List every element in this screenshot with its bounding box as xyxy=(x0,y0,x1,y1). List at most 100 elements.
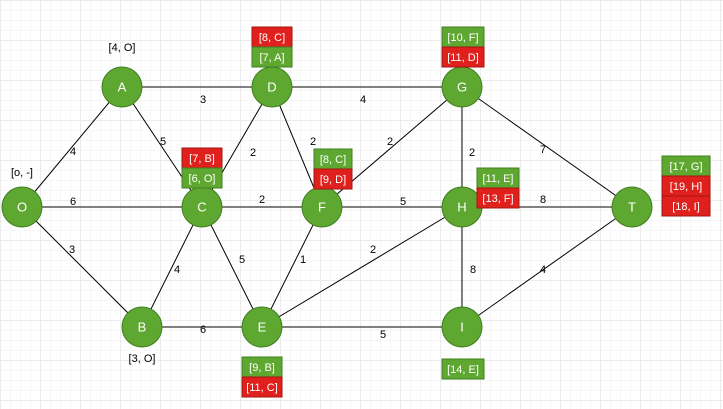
node-f[interactable]: F xyxy=(301,186,343,228)
edge-i-t xyxy=(461,206,633,328)
tag-f-green: [8, C] xyxy=(313,148,353,170)
tag-i-green: [14, E] xyxy=(441,358,485,380)
node-circle-e xyxy=(241,306,283,348)
tag-c-red: [7, B] xyxy=(181,147,223,169)
tag-e-green: [9, B] xyxy=(241,356,283,378)
node-label-h: H xyxy=(457,199,466,214)
edge-o-a xyxy=(21,86,123,208)
tag-f-red: [9, D] xyxy=(313,168,353,190)
tag-text: [18, I] xyxy=(672,201,700,213)
edge-weight-f-g: 2 xyxy=(387,136,393,148)
tag-text: [8, C] xyxy=(259,32,285,44)
tag-text: [11, D] xyxy=(447,52,479,64)
node-label-t: T xyxy=(628,199,636,214)
tag-t-green: [17, G] xyxy=(661,155,711,177)
edge-weight-b-e: 6 xyxy=(200,324,206,336)
node-h[interactable]: H xyxy=(441,186,483,228)
tag-text: [13, F] xyxy=(482,193,513,205)
edge-c-e xyxy=(201,206,263,328)
node-label-d: D xyxy=(267,79,276,94)
tag-g-green: [10, F] xyxy=(441,26,485,48)
tag-box xyxy=(241,376,283,398)
edge-h-e xyxy=(261,206,463,328)
tag-e-red: [11, C] xyxy=(241,376,283,398)
nodes-layer: O A B C D E F G H I T xyxy=(1,66,653,348)
node-label-b: B xyxy=(138,319,147,334)
node-g[interactable]: G xyxy=(441,66,483,108)
node-e[interactable]: E xyxy=(241,306,283,348)
edge-weight-h-t: 8 xyxy=(540,194,546,206)
node-o[interactable]: O xyxy=(1,186,43,228)
tag-d-green: [7, A] xyxy=(251,46,293,68)
edge-f-e xyxy=(261,206,323,328)
edge-g-t xyxy=(461,86,633,208)
edge-weight-o-c: 6 xyxy=(70,196,76,208)
edge-weight-d-g: 4 xyxy=(360,94,366,106)
tag-t-red: [18, I] xyxy=(661,195,711,217)
node-c[interactable]: C xyxy=(181,186,223,228)
node-circle-b xyxy=(121,306,163,348)
tag-text: [10, F] xyxy=(447,32,478,44)
tag-text: [9, D] xyxy=(320,174,346,186)
node-d[interactable]: D xyxy=(251,66,293,108)
tag-text: [14, E] xyxy=(447,364,479,376)
tag-h-red: [13, F] xyxy=(476,187,520,209)
tag-box xyxy=(476,187,520,209)
node-label-c: C xyxy=(197,199,206,214)
edge-weight-c-f: 2 xyxy=(259,194,265,206)
edge-weight-h-e: 2 xyxy=(370,244,376,256)
distance-label-o: [o, -] xyxy=(11,167,33,179)
edge-weight-d-c: 2 xyxy=(250,147,256,159)
node-circle-a xyxy=(101,66,143,108)
node-a[interactable]: A xyxy=(101,66,143,108)
node-b[interactable]: B xyxy=(121,306,163,348)
node-t[interactable]: T xyxy=(611,186,653,228)
tag-d-red: [8, C] xyxy=(251,26,293,48)
node-label-g: G xyxy=(457,79,467,94)
tag-text: [11, E] xyxy=(483,173,514,185)
edge-weight-o-b: 3 xyxy=(69,244,75,256)
edge-c-b xyxy=(141,206,203,328)
edge-weight-c-b: 4 xyxy=(174,264,180,276)
node-circle-o xyxy=(1,186,43,228)
tag-box xyxy=(441,46,485,68)
edge-weight-f-e: 1 xyxy=(300,254,306,266)
tag-t-red: [19, H] xyxy=(661,175,711,197)
edge-weight-c-e: 5 xyxy=(239,254,245,266)
node-label-o: O xyxy=(17,199,27,214)
edge-weight-g-t: 7 xyxy=(540,144,546,156)
tag-text: [7, A] xyxy=(259,52,284,64)
tag-box xyxy=(441,358,485,380)
edge-d-c xyxy=(201,86,273,208)
tag-c-green: [6, O] xyxy=(181,167,223,189)
tag-box xyxy=(313,168,353,190)
node-label-i: I xyxy=(460,319,464,334)
tag-box xyxy=(661,195,711,217)
tag-text: [9, B] xyxy=(249,362,275,374)
edge-weight-f-h: 5 xyxy=(400,196,406,208)
tag-box xyxy=(181,167,223,189)
node-labels-layer: [o, -][4, O][3, O] xyxy=(11,42,155,365)
distance-label-b: [3, O] xyxy=(129,353,156,365)
edge-weight-a-c: 5 xyxy=(160,136,166,148)
node-label-a: A xyxy=(118,79,127,94)
node-i[interactable]: I xyxy=(441,306,483,348)
tag-h-green: [11, E] xyxy=(476,167,520,189)
tag-box xyxy=(251,46,293,68)
edge-weight-a-d: 3 xyxy=(200,94,206,106)
edge-weight-i-t: 4 xyxy=(540,264,546,276)
node-circle-t xyxy=(611,186,653,228)
tag-text: [19, H] xyxy=(670,181,702,193)
node-circle-i xyxy=(441,306,483,348)
edge-weight-e-i: 5 xyxy=(380,329,386,341)
edge-weight-d-f: 2 xyxy=(310,136,316,148)
tag-text: [11, C] xyxy=(246,382,278,394)
node-label-e: E xyxy=(258,319,267,334)
tag-text: [6, O] xyxy=(189,173,216,185)
tag-text: [7, B] xyxy=(189,153,215,165)
node-label-f: F xyxy=(318,199,326,214)
edge-weight-h-i: 8 xyxy=(470,264,476,276)
tag-g-red: [11, D] xyxy=(441,46,485,68)
